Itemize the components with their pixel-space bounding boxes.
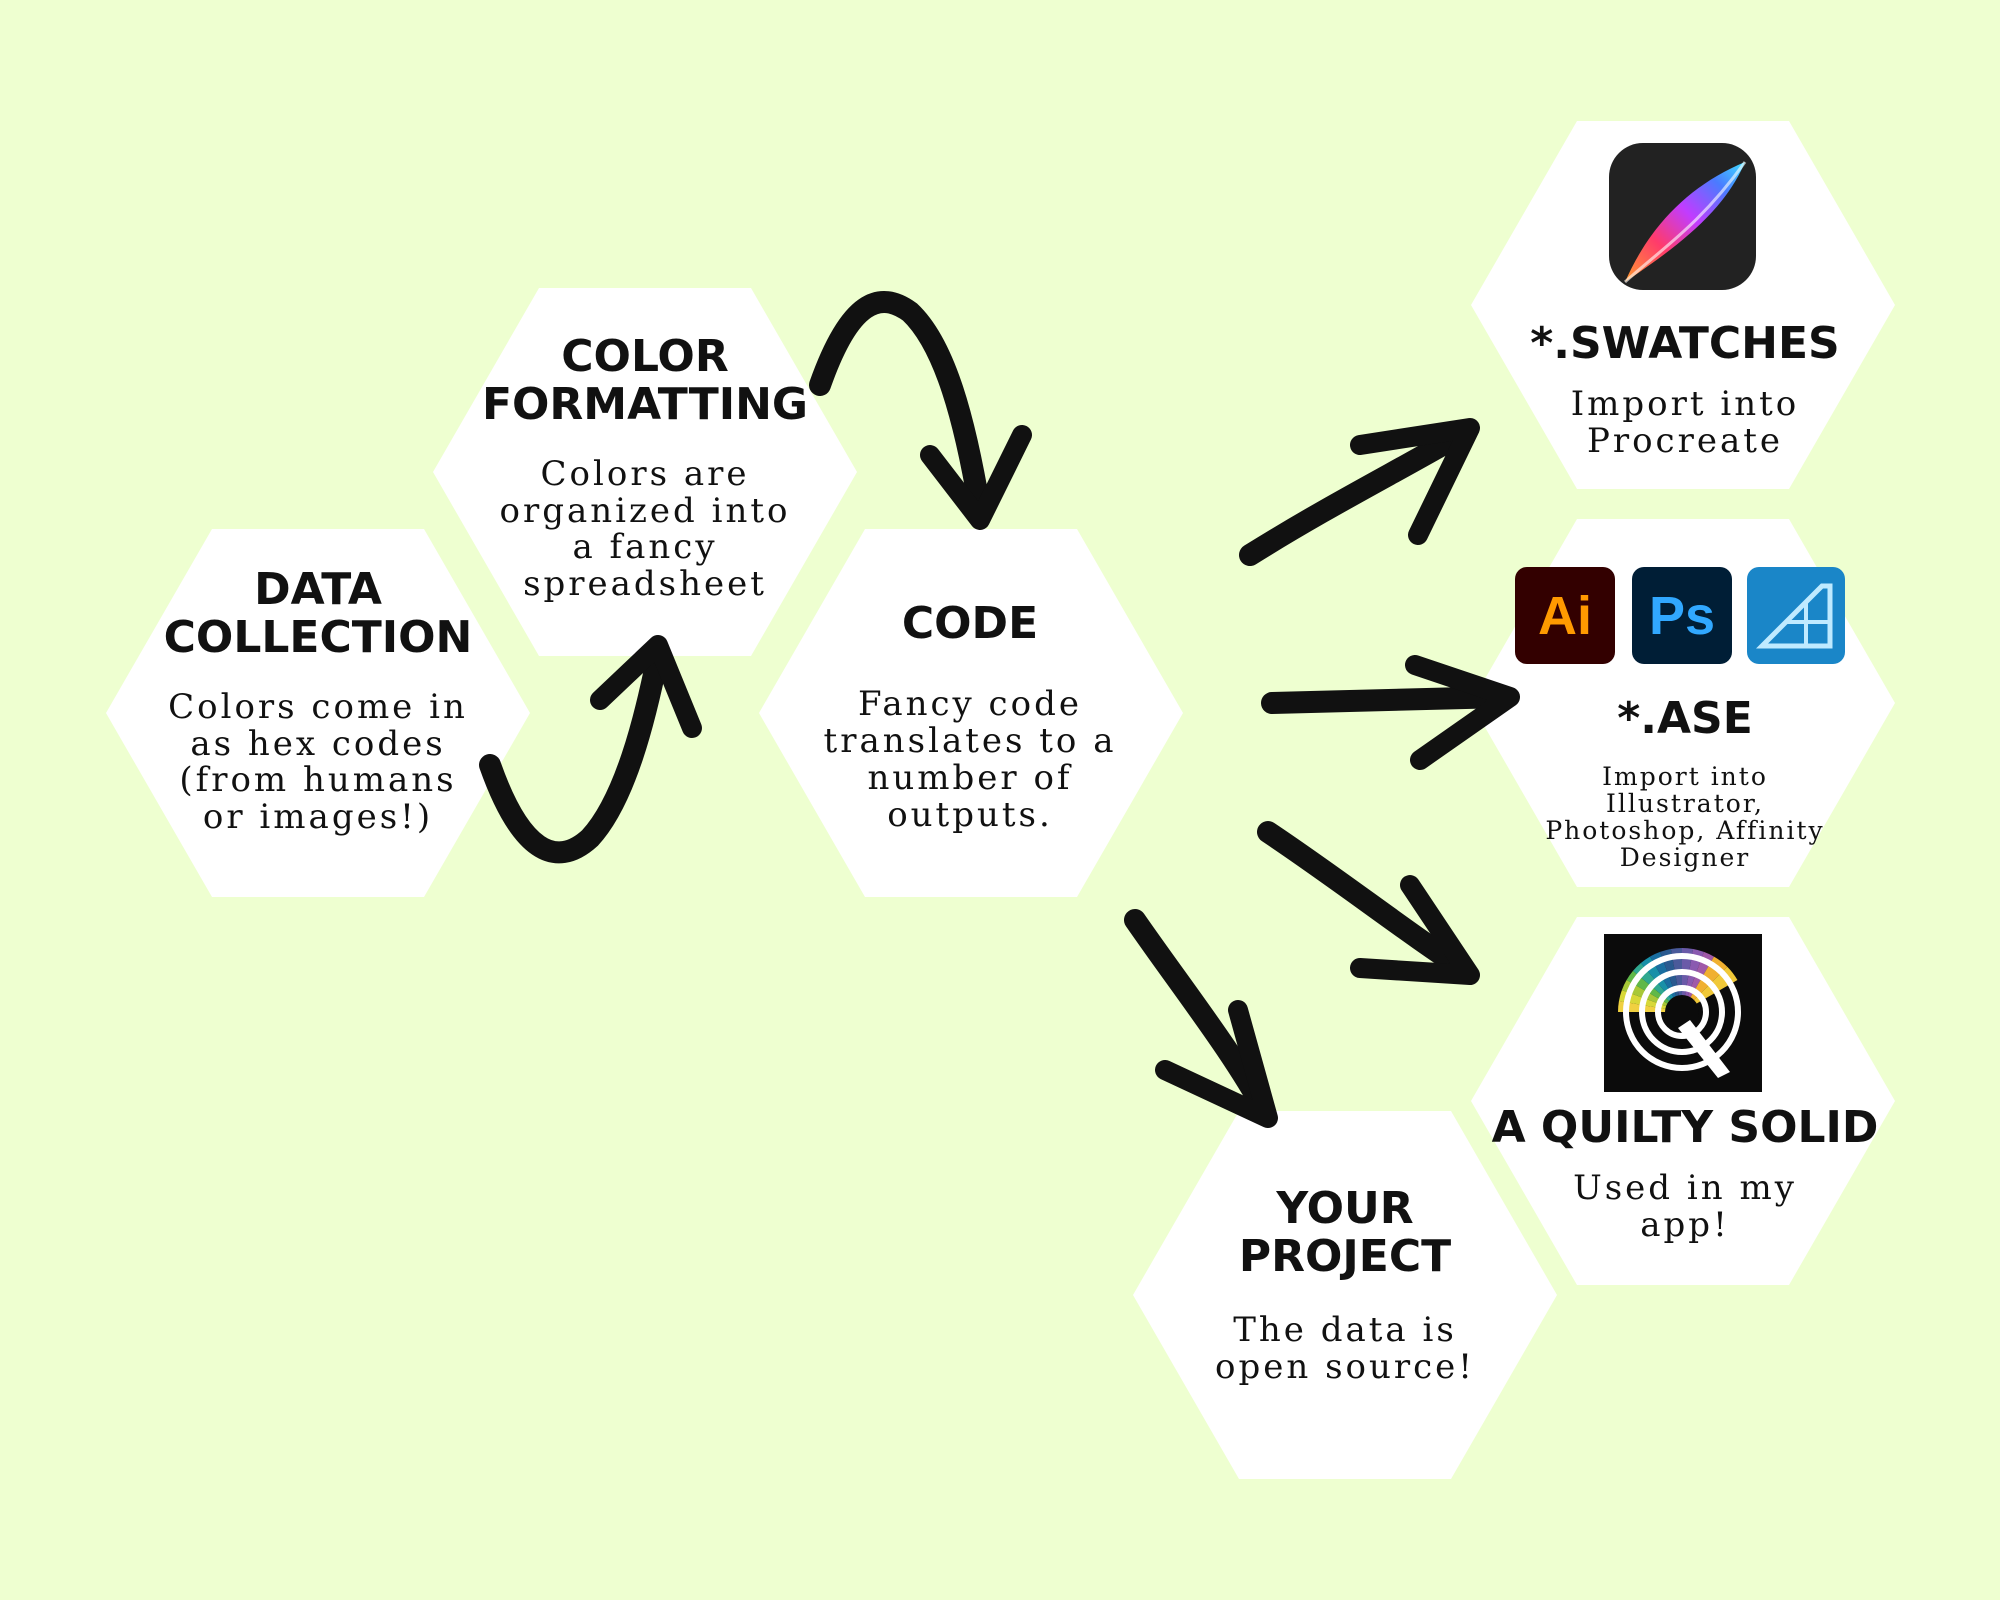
- hexagon-swatches: [1471, 121, 1895, 489]
- node-description: Import into Illustrator, Photoshop, Affi…: [1545, 762, 1825, 873]
- node-description: Import into Procreate: [1570, 384, 1800, 462]
- arrow-code-to-swatches-head: [1350, 418, 1480, 545]
- node-description: Colors are organized into a fancy spread…: [499, 453, 791, 604]
- quilty-solid-logo-icon: [1604, 934, 1762, 1092]
- arrow-collection-to-formatting-head: [590, 635, 702, 738]
- arrow-code-to-quilty: [1257, 821, 1476, 981]
- arrow-formatting-to-code-head: [920, 425, 1032, 530]
- node-description: Used in my app!: [1573, 1168, 1797, 1246]
- affinity-designer-glyph-icon: [1756, 583, 1833, 648]
- quilty-fan-wedge: [1650, 951, 1682, 1012]
- hexagon-data-collection: [106, 529, 530, 897]
- arrow-formatting-to-code: [809, 291, 991, 521]
- node-swatches: *.SWATCHES Import into Procreate: [1505, 318, 1865, 462]
- photoshop-icon-text: Ps: [1648, 585, 1716, 646]
- hexagon-group: [106, 121, 1895, 1479]
- node-title: YOUR PROJECT: [1238, 1183, 1452, 1283]
- hexagon-quilty-solid: [1471, 917, 1895, 1285]
- node-color-formatting: COLOR FORMATTING Colors are organized in…: [465, 331, 825, 604]
- node-title: *.SWATCHES: [1530, 318, 1840, 369]
- node-title: CODE: [901, 598, 1039, 649]
- arrow-code-to-ase: [1261, 686, 1516, 714]
- illustrator-icon-text: Ai: [1538, 585, 1592, 646]
- arrow-code-to-swatches: [1239, 421, 1476, 566]
- hexagon-your-project: [1133, 1111, 1557, 1479]
- arrow-code-to-ase-head: [1405, 655, 1520, 770]
- arrow-code-to-project-head: [1155, 1000, 1278, 1128]
- node-data-collection: DATA COLLECTION Colors come in as hex co…: [138, 564, 498, 837]
- quilty-fan-wedge: [1682, 951, 1714, 1012]
- node-title: *.ASE: [1617, 693, 1753, 744]
- affinity-designer-icon: [1747, 567, 1845, 664]
- node-title: COLOR FORMATTING: [481, 331, 809, 431]
- node-title: DATA COLLECTION: [163, 564, 473, 664]
- node-description: Colors come in as hex codes (from humans…: [168, 686, 468, 837]
- hexagon-code: [759, 529, 1183, 897]
- procreate-icon: [1609, 143, 1756, 290]
- node-description: The data is open source!: [1215, 1309, 1475, 1387]
- quilty-fan-wedge: [1621, 980, 1682, 1012]
- quilty-fan-wedge: [1632, 962, 1682, 1012]
- illustrator-icon: Ai: [1515, 567, 1615, 664]
- node-description: Fancy code translates to a number of out…: [823, 684, 1117, 835]
- quilty-fan-wedge: [1626, 970, 1682, 1012]
- photoshop-icon: Ps: [1632, 567, 1732, 664]
- quilty-fan-wedge: [1640, 956, 1682, 1012]
- node-quilty-solid: A QUILTY SOLID Used in my app!: [1485, 1102, 1885, 1246]
- node-ase: *.ASE Import into Illustrator, Photoshop…: [1505, 693, 1865, 873]
- arrow-group: [479, 291, 1520, 1128]
- arrow-code-to-quilty-head: [1350, 875, 1480, 985]
- hexagon-color-formatting: [433, 288, 857, 656]
- node-code: CODE Fancy code translates to a number o…: [790, 598, 1150, 835]
- node-title: A QUILTY SOLID: [1491, 1102, 1879, 1153]
- arrow-collection-to-formatting: [479, 644, 669, 864]
- node-your-project: YOUR PROJECT The data is open source!: [1165, 1183, 1525, 1387]
